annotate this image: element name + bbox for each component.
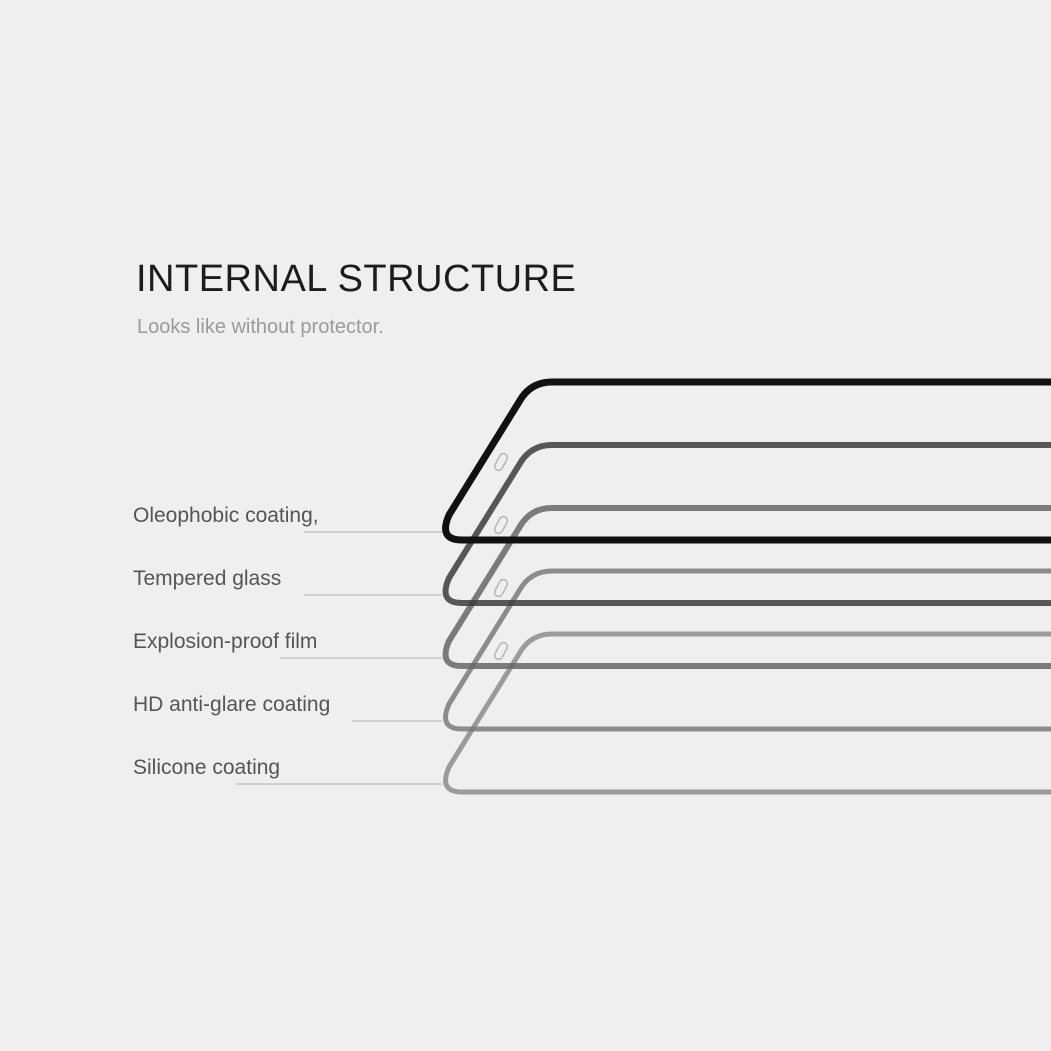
frame-oleophobic-coating [442, 378, 1051, 544]
label-oleophobic-coating: Oleophobic coating, [133, 504, 319, 527]
label-explosion-proof-film: Explosion-proof film [133, 630, 318, 653]
frame-explosion-proof-film [442, 505, 1051, 669]
frame-hd-anti-glare-coating [443, 568, 1051, 732]
page-subtitle: Looks like without protector. [137, 316, 384, 338]
page-title: INTERNAL STRUCTURE [136, 258, 577, 300]
frame-tempered-glass [442, 442, 1051, 606]
button-notch-oleophobic-coating [493, 452, 509, 472]
label-silicone-coating: Silicone coating [133, 756, 281, 779]
button-notch-explosion-proof-film [493, 578, 509, 598]
label-tempered-glass: Tempered glass [133, 567, 282, 590]
button-notch-tempered-glass [493, 515, 509, 535]
button-notch-hd-anti-glare-coating [493, 641, 509, 661]
frame-silicone-coating [443, 631, 1051, 795]
label-hd-anti-glare-coating: HD anti-glare coating [133, 693, 331, 716]
